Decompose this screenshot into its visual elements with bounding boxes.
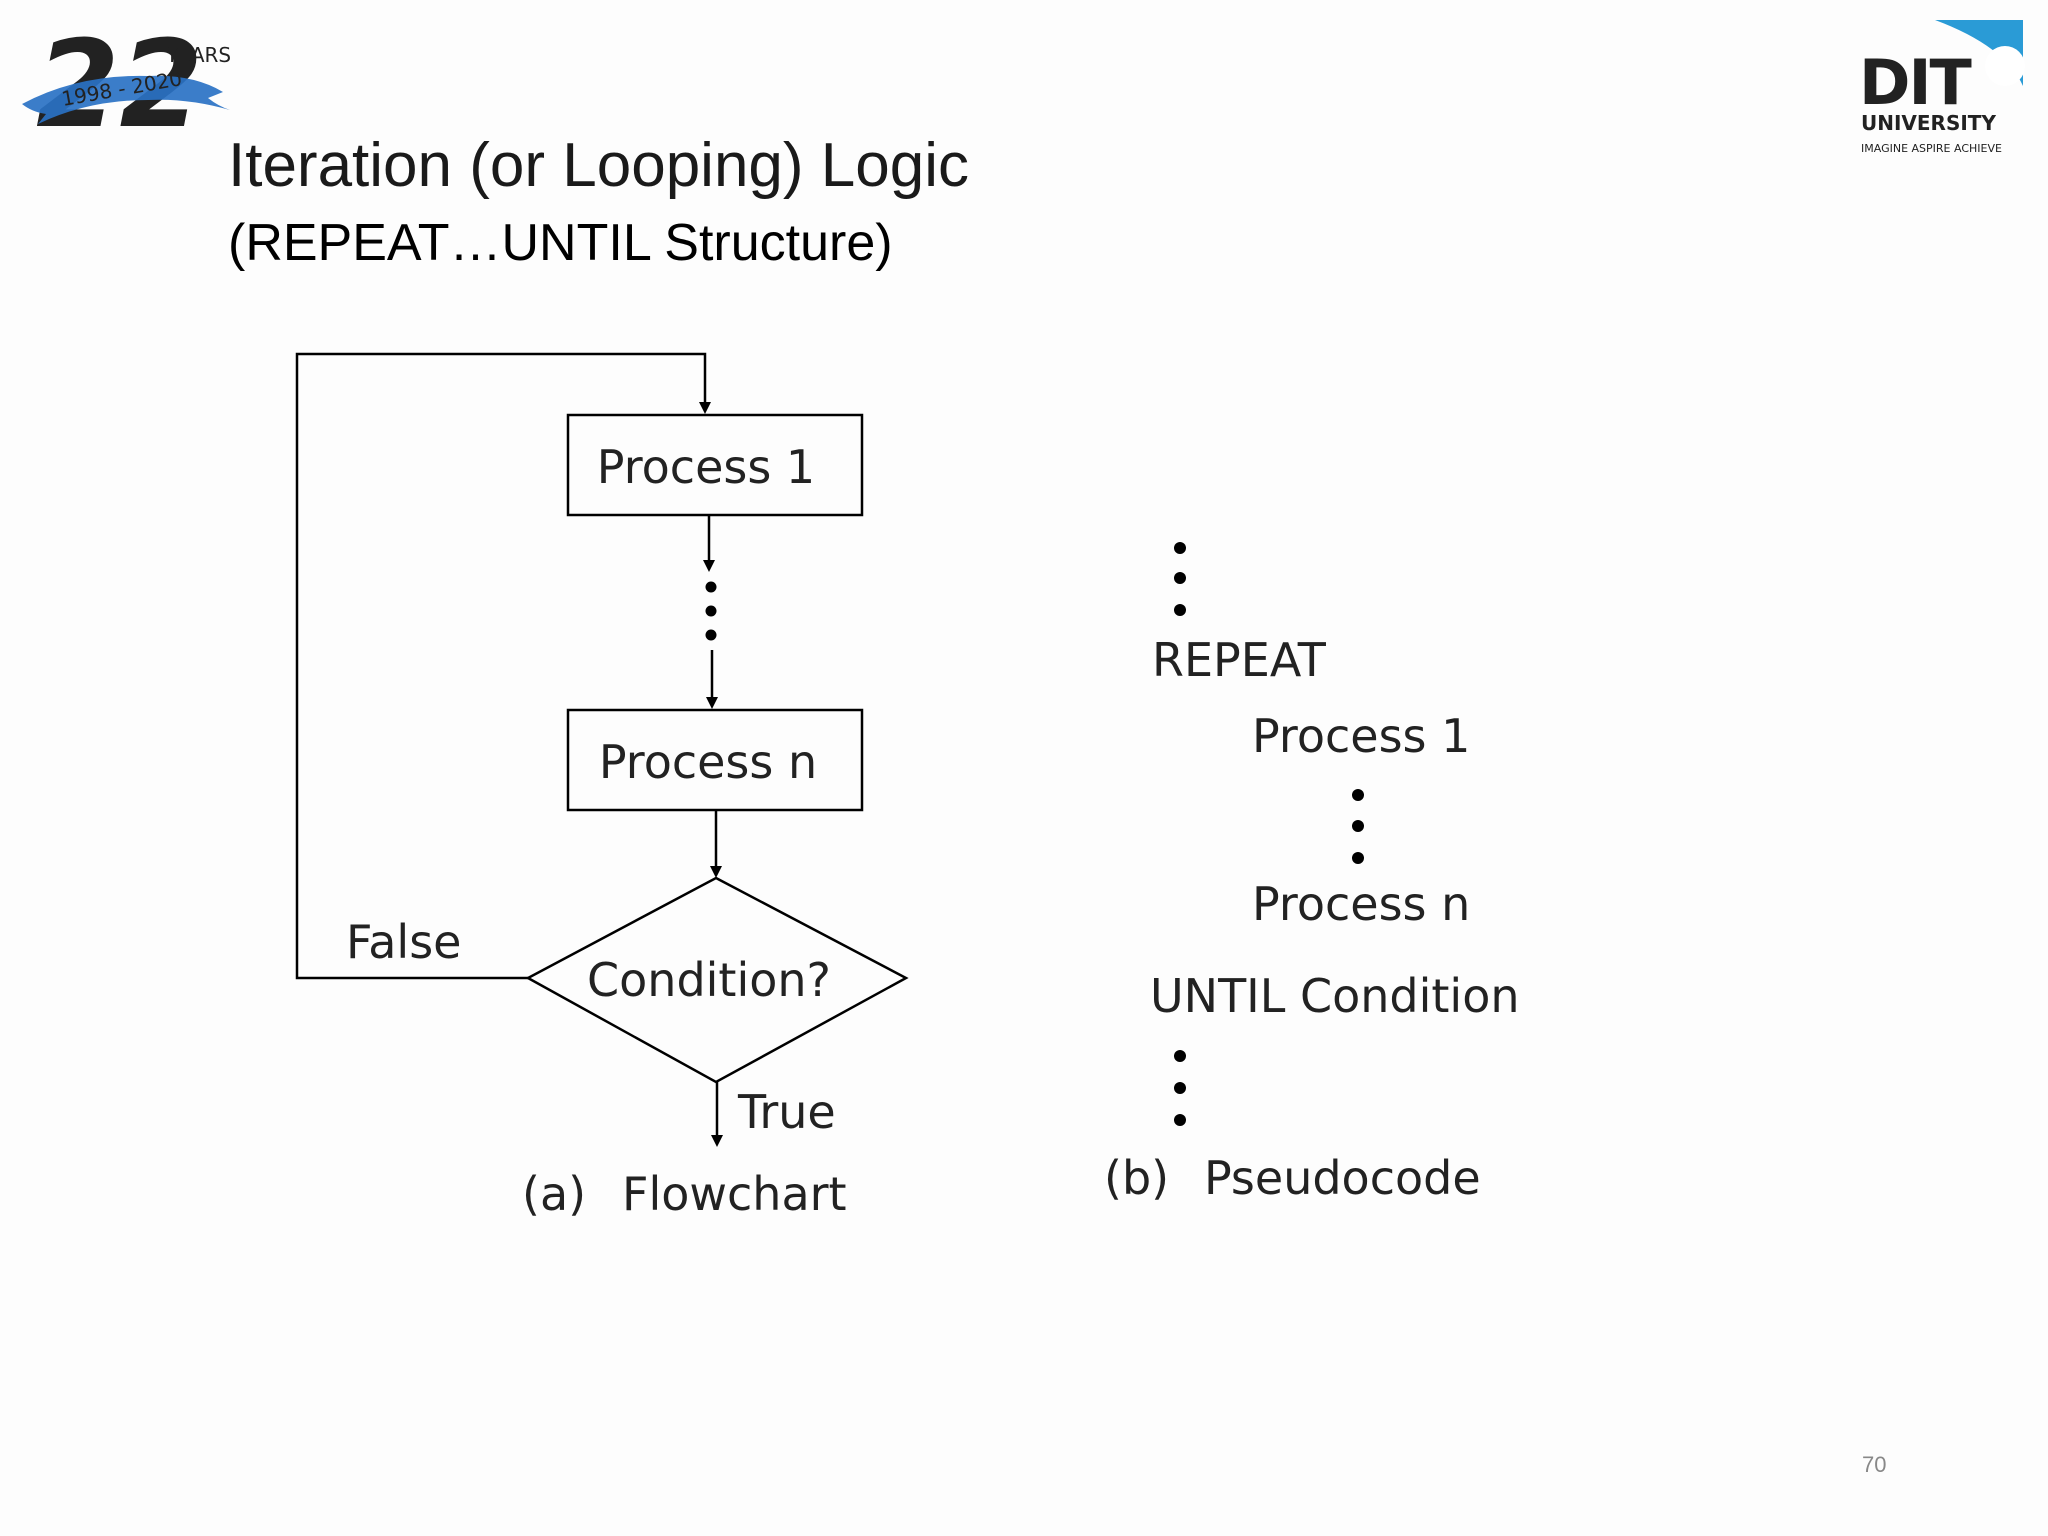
arrow-head — [711, 1135, 723, 1147]
ellipsis-dot — [1174, 542, 1186, 554]
anniversary-ribbon — [22, 75, 230, 124]
ellipsis-dot — [1174, 604, 1186, 616]
anniversary-logo: 22 1998 - 2020 YEARS — [22, 16, 231, 144]
pseudocode-process-n: Process n — [1252, 877, 1470, 931]
true-label: True — [737, 1085, 836, 1139]
ellipsis-dot — [1174, 1082, 1186, 1094]
university-logo-name: DIT — [1859, 46, 1972, 119]
ellipsis-dot — [1174, 1114, 1186, 1126]
arrow-head — [703, 560, 715, 572]
ellipsis-dot — [1174, 1050, 1186, 1062]
process-1-label: Process 1 — [597, 440, 815, 494]
condition-label: Condition? — [587, 953, 831, 1007]
university-logo-sub: UNIVERSITY — [1861, 111, 1996, 135]
false-label: False — [346, 915, 461, 969]
pseudocode-caption: Pseudocode — [1204, 1151, 1481, 1205]
loop-back-arrow — [295, 352, 707, 980]
ellipsis-dot — [705, 581, 717, 593]
arrow-head — [710, 866, 722, 878]
ellipsis-dot — [705, 629, 717, 641]
process-n-label: Process n — [599, 735, 817, 789]
pseudocode-until: UNTIL Condition — [1150, 969, 1520, 1023]
university-logo: DIT UNIVERSITY IMAGINE ASPIRE ACHIEVE — [1859, 20, 2025, 155]
university-logo-motto: IMAGINE ASPIRE ACHIEVE — [1861, 142, 2002, 155]
pseudocode-process-1: Process 1 — [1252, 709, 1470, 763]
ellipsis-dot — [1352, 789, 1364, 801]
page-number: 70 — [1862, 1452, 1887, 1477]
flowchart-caption-letter: (a) — [522, 1167, 586, 1221]
ellipsis-dot — [1352, 852, 1364, 864]
ellipsis-dot — [705, 605, 717, 617]
slide-title: Iteration (or Looping) Logic — [228, 131, 970, 200]
process-1-box — [566, 413, 864, 517]
pseudocode-caption-letter: (b) — [1104, 1151, 1169, 1205]
pseudocode-repeat: REPEAT — [1152, 633, 1327, 687]
ellipsis-dot — [1174, 572, 1186, 584]
slide-subtitle: (REPEAT…UNTIL Structure) — [228, 214, 893, 272]
gear-icon — [1935, 20, 2023, 86]
flowchart-caption: Flowchart — [622, 1167, 847, 1221]
arrow-head — [706, 697, 718, 709]
ellipsis-dot — [1352, 820, 1364, 832]
anniversary-years-label: YEARS — [165, 43, 231, 67]
